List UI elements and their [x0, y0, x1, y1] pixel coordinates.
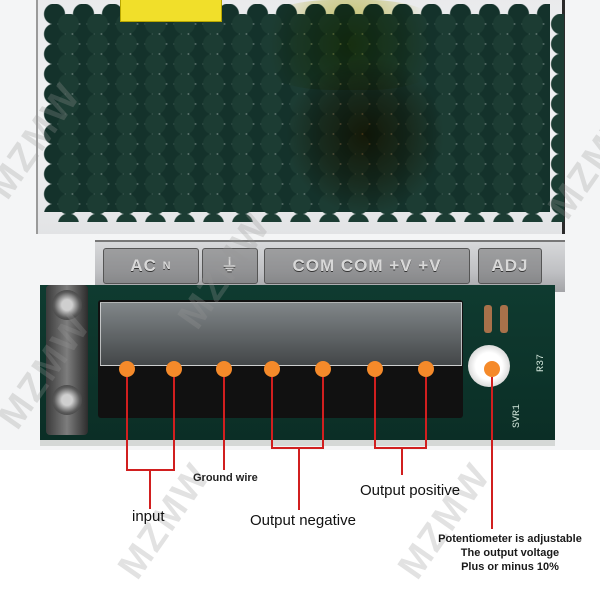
pcb-label-svr1: SVR1: [512, 403, 523, 428]
caption-ground-wire: Ground wire: [193, 472, 258, 484]
potentiometer-leader: [491, 377, 493, 529]
caption-output-negative: Output negative: [250, 512, 356, 529]
terminal-marker-3: [216, 361, 232, 377]
product-photo: AC N ⏚ COM COM +V +V ADJ R37 SVR1: [0, 0, 600, 450]
screw-icon: [52, 385, 82, 415]
terminal-marker-6: [367, 361, 383, 377]
label-ground: ⏚: [202, 248, 258, 284]
copper-coil-visible: [280, 60, 450, 210]
ground-leader: [223, 377, 225, 470]
pcb-label-r37: R37: [536, 353, 547, 372]
caption-potentiometer: Potentiometer is adjustable The output v…: [438, 533, 582, 573]
label-ac-input: AC N: [103, 248, 199, 284]
terminal-marker-5: [315, 361, 331, 377]
output-positive-leader: [401, 447, 403, 475]
screw-icon: [52, 290, 82, 320]
resistor-r24: [500, 305, 508, 333]
terminal-marker-7: [418, 361, 434, 377]
potentiometer-marker: [484, 361, 500, 377]
output-negative-leader: [298, 447, 300, 510]
terminal-marker-1: [119, 361, 135, 377]
yellow-sticker: [120, 0, 222, 22]
label-adj: ADJ: [478, 248, 542, 284]
label-outputs: COM COM +V +V: [264, 248, 470, 284]
resistor-r27: [484, 305, 492, 333]
terminal-marker-2: [166, 361, 182, 377]
terminal-marker-4: [264, 361, 280, 377]
caption-input: input: [132, 508, 165, 525]
caption-output-positive: Output positive: [360, 482, 461, 499]
transparent-terminal-cover: [100, 302, 462, 366]
input-leader: [149, 469, 151, 509]
